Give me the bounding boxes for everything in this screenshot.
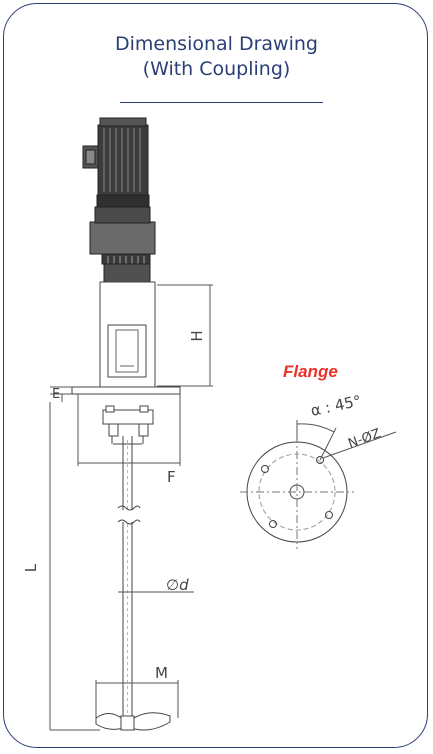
bolt-hole	[316, 456, 324, 464]
flange-holes-label: N-ØZ	[346, 426, 383, 452]
shaft-flange	[102, 405, 154, 445]
shaft	[117, 436, 141, 725]
title-line-1: Dimensional Drawing	[115, 33, 318, 55]
m-dimension	[95, 680, 179, 718]
card-frame	[3, 3, 428, 748]
page-title: Dimensional Drawing (With Coupling)	[0, 32, 433, 82]
flange-detail	[240, 420, 397, 549]
title-line-2: (With Coupling)	[142, 58, 291, 80]
flange-angle-label: α : 45°	[309, 392, 363, 420]
dim-label-f: F	[167, 468, 176, 486]
dim-label-e: E	[52, 387, 60, 402]
h-dimension	[157, 284, 213, 387]
l-dimension	[49, 402, 100, 731]
dim-label-d: ∅d	[166, 576, 189, 594]
bolt-hole	[261, 465, 269, 473]
gearbox	[89, 206, 156, 283]
motor	[82, 117, 150, 208]
dim-label-m: M	[155, 664, 168, 682]
dim-label-l: L	[22, 563, 40, 572]
mixer-drawing	[49, 117, 213, 731]
coupling-housing	[99, 281, 156, 388]
impeller	[95, 712, 171, 731]
base-plate	[71, 386, 181, 395]
flange-title: Flange	[283, 362, 338, 381]
bolt-hole	[325, 511, 333, 519]
bolt-hole	[269, 520, 277, 528]
title-divider	[120, 102, 323, 103]
f-dimension	[77, 394, 181, 466]
dim-label-h: H	[188, 330, 206, 341]
e-dimension	[50, 386, 72, 402]
